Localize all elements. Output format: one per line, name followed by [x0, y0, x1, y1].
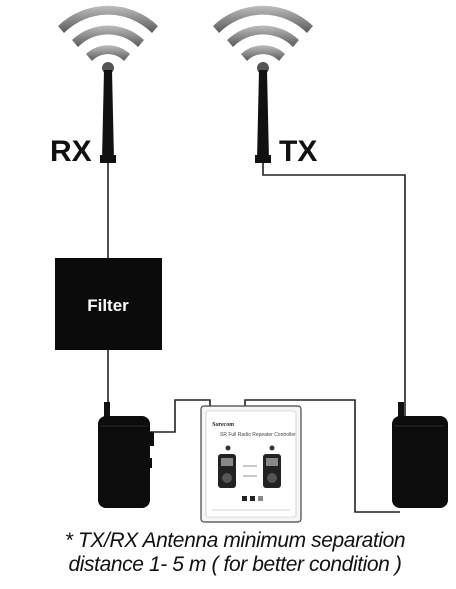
- repeater-controller-icon: Surecom SR Full Radio Repeater Controlle…: [200, 405, 302, 523]
- wifi-signal-icon: [58, 5, 158, 74]
- tx-radio-icon: [392, 402, 448, 508]
- filter-box: Filter: [55, 258, 162, 350]
- filter-label: Filter: [87, 296, 129, 315]
- mini-radio-right: [263, 445, 281, 488]
- note-line-2: distance 1- 5 m ( for better condition ): [68, 553, 402, 576]
- tx-antenna: [255, 70, 271, 163]
- rx-label: RX: [50, 135, 92, 168]
- mini-radio-left: [218, 445, 236, 488]
- rx-radio-icon: [98, 402, 154, 508]
- controller-arrows: [243, 465, 257, 477]
- tx-label: TX: [279, 135, 317, 168]
- controller-brand: Surecom: [212, 422, 234, 428]
- rx-antenna: [100, 70, 116, 163]
- controller-switch: [242, 496, 263, 501]
- note-line-1: * TX/RX Antenna minimum separation: [64, 529, 406, 552]
- wifi-signal-icon: [213, 5, 313, 74]
- controller-subtitle: SR Full Radio Repeater Controller: [220, 432, 296, 438]
